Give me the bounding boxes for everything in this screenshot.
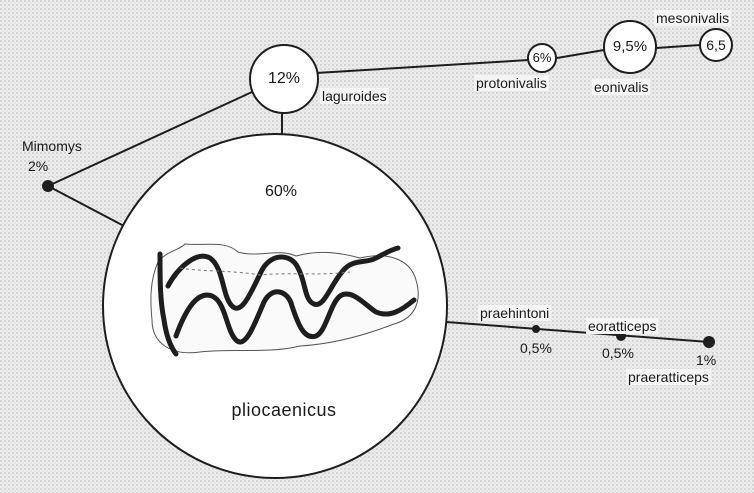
pliocaenicus-value: 60% (265, 184, 297, 200)
eoratticeps-name: eoratticeps (586, 318, 658, 334)
node-mimomys-dot (42, 180, 54, 192)
pliocaenicus-name: pliocaenicus (231, 402, 336, 418)
mimomys-name: Mimomys (22, 138, 82, 154)
laguroides-value: 12% (268, 71, 300, 87)
mimomys-value: 2% (28, 158, 48, 174)
praeratticeps-name: praeratticeps (626, 369, 711, 385)
mesonivalis-name: mesonivalis (654, 10, 731, 26)
protonivalis-name: protonivalis (474, 75, 549, 91)
eonivalis-value: 9,5% (613, 39, 647, 55)
node-praehintoni-dot (532, 325, 540, 333)
protonivalis-value: 6% (533, 50, 552, 66)
mesonivalis-value: 6,5 (706, 37, 725, 53)
eoratticeps-value: 0,5% (602, 345, 634, 361)
laguroides-name: laguroides (320, 88, 389, 104)
praehintoni-name: praehintoni (478, 305, 551, 321)
eonivalis-name: eonivalis (592, 79, 650, 95)
praehintoni-value: 0,5% (520, 340, 552, 356)
node-praeratticeps-dot (703, 336, 715, 348)
praeratticeps-value: 1% (696, 352, 716, 368)
